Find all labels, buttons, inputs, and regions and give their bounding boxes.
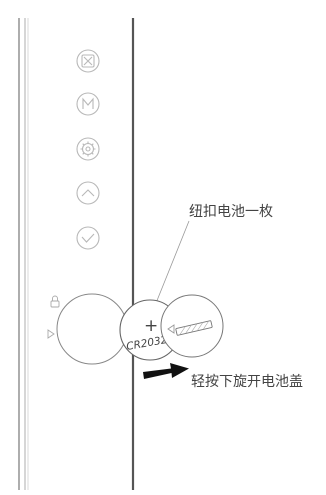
- cover-slot-icon: [175, 320, 213, 336]
- label-twist-open: 轻按下旋开电池盖: [191, 374, 303, 390]
- direction-arrow: [143, 363, 189, 379]
- up-chevron-icon: [76, 181, 100, 205]
- cover-triangle-marker: [167, 324, 175, 334]
- device-body: [18, 18, 135, 490]
- label-button-battery: 纽扣电池一枚: [189, 204, 273, 220]
- screen-icon: [76, 49, 100, 73]
- battery-plus: +: [144, 316, 158, 336]
- check-icon: [76, 226, 100, 250]
- settings-gear-icon: [76, 137, 100, 161]
- battery-compartment: [47, 293, 128, 365]
- device-buttons: [76, 49, 100, 250]
- battery-cover: [160, 294, 224, 358]
- compartment-triangle-marker: [47, 329, 55, 339]
- mode-m-icon: [76, 92, 100, 116]
- lock-icon: [50, 295, 60, 308]
- compartment-circle: [56, 293, 128, 365]
- cover-disc: [160, 294, 224, 358]
